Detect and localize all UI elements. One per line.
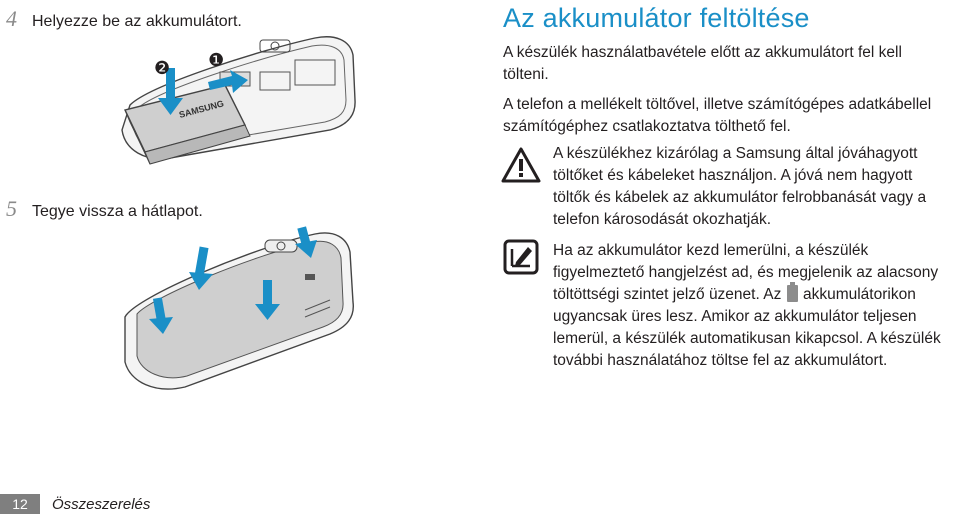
step-text: Helyezze be az akkumulátort. xyxy=(32,13,242,30)
warning-icon xyxy=(500,146,542,189)
note-text-before: Ha az akkumulátor kezd lemerülni, a kész… xyxy=(553,242,939,303)
note-text-after: akkumulátorikon ugyancsak üres lesz. Ami… xyxy=(553,286,941,369)
empty-battery-icon xyxy=(786,282,798,302)
warning-text: A készülékhez kizárólag a Samsung által … xyxy=(553,145,927,228)
step-text: Tegye vissza a hátlapot. xyxy=(32,203,203,220)
step-number: 4 xyxy=(6,6,17,31)
chapter-title: Összeszerelés xyxy=(52,495,151,513)
arrow-slide-icon xyxy=(208,70,248,93)
step-4: 4 Helyezze be az akkumulátort. xyxy=(6,6,242,32)
note-text: Ha az akkumulátor kezd lemerülni, a kész… xyxy=(553,240,953,372)
back-cover-illustration xyxy=(115,222,365,402)
note-icon xyxy=(503,239,539,280)
arrow-down-icon xyxy=(189,246,213,290)
page-footer: 12 Összeszerelés xyxy=(0,494,150,514)
battery-insert-illustration: SAMSUNG ❷ ❶ xyxy=(110,30,365,175)
callout-2: ❷ xyxy=(154,58,170,79)
charging-paragraph: A telefon a mellékelt töltővel, illetve … xyxy=(503,96,932,135)
step-5: 5 Tegye vissza a hátlapot. xyxy=(6,196,203,222)
section-title: Az akkumulátor feltöltése xyxy=(503,3,810,33)
page-number: 12 xyxy=(0,494,40,514)
arrow-down-icon xyxy=(158,68,183,115)
callout-1: ❶ xyxy=(208,50,224,71)
arrow-down-icon xyxy=(149,297,173,334)
arrow-down-icon xyxy=(255,280,280,320)
step-number: 5 xyxy=(6,196,17,221)
arrow-down-icon xyxy=(295,226,317,258)
battery-image: SAMSUNG xyxy=(124,84,251,165)
intro-paragraph: A készülék használatbavétele előtt az ak… xyxy=(503,44,902,83)
